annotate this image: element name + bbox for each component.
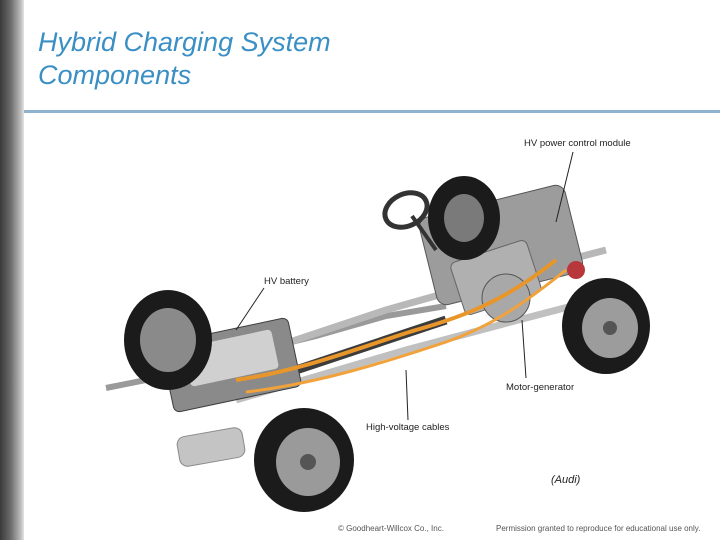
leader-motor-generator bbox=[521, 319, 527, 379]
wheel-rear-left bbox=[124, 290, 212, 390]
muffler bbox=[176, 427, 246, 467]
hv-cable-secondary bbox=[245, 268, 567, 394]
slide-title-line-1: Hybrid Charging System bbox=[38, 27, 331, 57]
image-credit: (Audi) bbox=[551, 474, 581, 486]
steering-wheel bbox=[382, 190, 430, 230]
left-gradient-bar bbox=[0, 0, 24, 540]
callout-high-voltage-cables: High-voltage cables bbox=[366, 422, 450, 433]
callout-hv-battery: HV battery bbox=[264, 276, 309, 287]
hybrid-chassis-figure: HV power control module HV battery Motor… bbox=[86, 130, 654, 518]
slide-title: Hybrid Charging System Components bbox=[38, 26, 331, 92]
title-divider bbox=[24, 110, 720, 113]
steering-column bbox=[410, 214, 438, 252]
callout-motor-generator: Motor-generator bbox=[506, 382, 575, 393]
wheel-rear-right bbox=[254, 408, 354, 512]
slide-title-line-2: Components bbox=[38, 60, 192, 90]
wheel-front-left bbox=[428, 176, 500, 260]
footer-permission: Permission granted to reproduce for educ… bbox=[496, 524, 701, 533]
footer-copyright: © Goodheart-Willcox Co., Inc. bbox=[338, 524, 444, 533]
leader-power-control bbox=[555, 151, 574, 223]
callout-hv-power-control-module: HV power control module bbox=[524, 138, 631, 149]
leader-hv-cables bbox=[405, 369, 409, 421]
hv-cable-main bbox=[235, 258, 558, 382]
leader-hv-battery bbox=[235, 287, 265, 331]
brake-caliper bbox=[567, 261, 585, 279]
wheel-front-right bbox=[562, 278, 650, 374]
hybrid-chassis-illustration bbox=[105, 151, 650, 512]
